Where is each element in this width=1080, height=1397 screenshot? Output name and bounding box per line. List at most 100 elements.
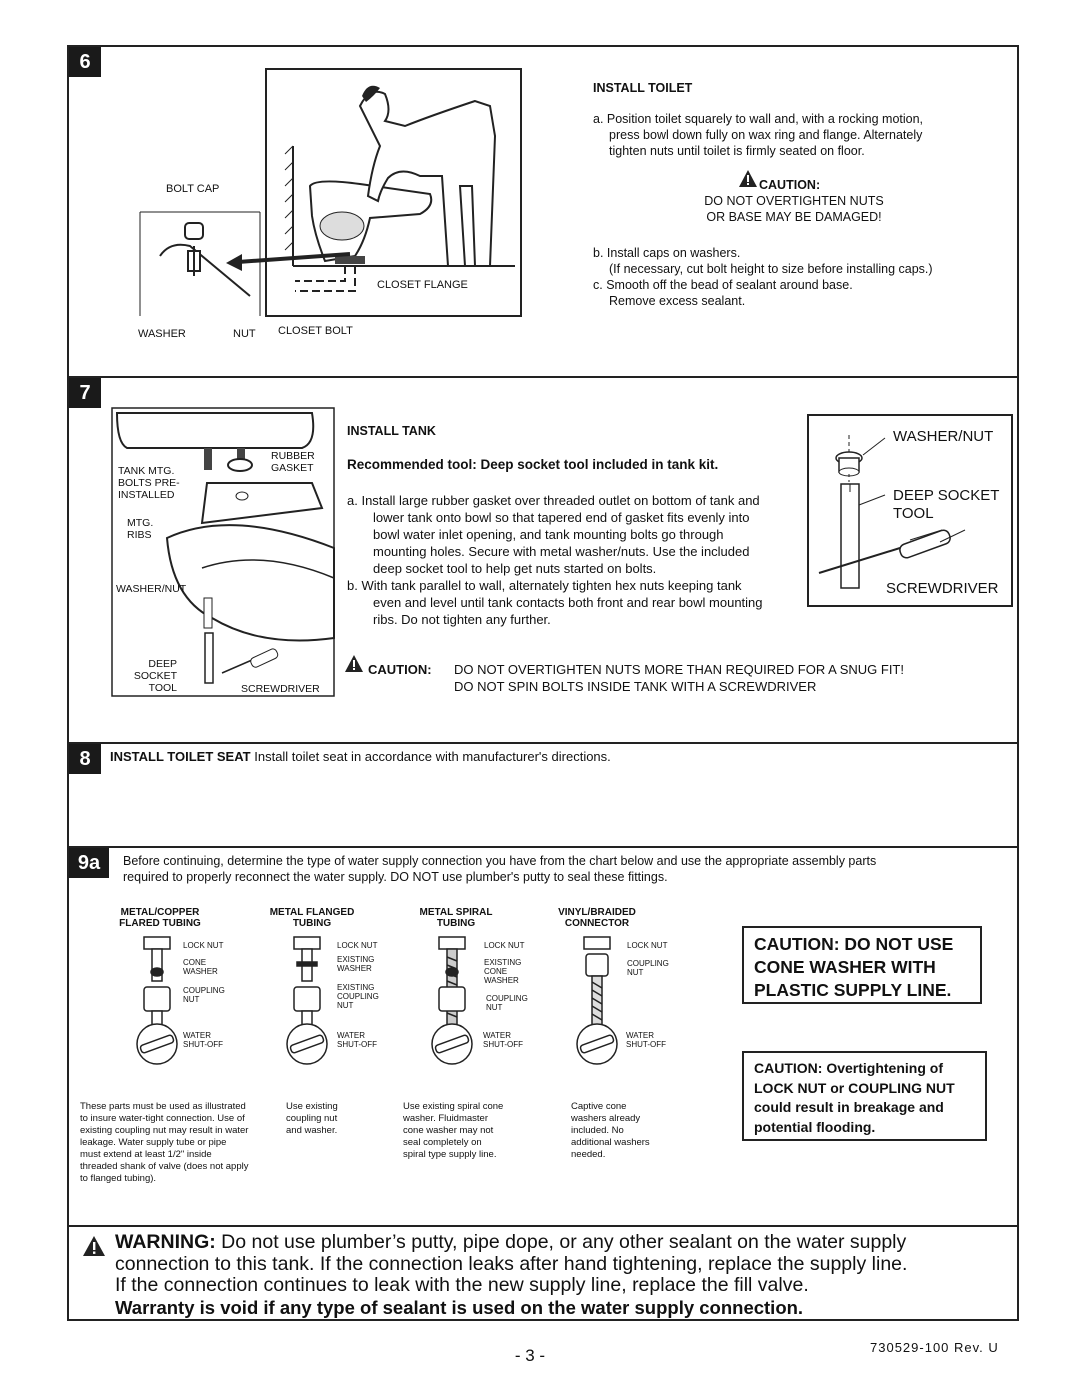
step9a-intro-line2: required to properly reconnect the water… (123, 870, 668, 884)
label-ribs: RIBS (127, 529, 152, 541)
warning-label: WARNING: (115, 1231, 216, 1253)
col1-note-2: to insure water-tight connection. Use of (80, 1113, 245, 1124)
step-8-number: 8 (69, 744, 101, 774)
col3-header-1: METAL SPIRAL (419, 907, 493, 918)
step6-a-line3: tighten nuts until toilet is firmly seat… (609, 144, 865, 158)
col2-note-3: and washer. (286, 1125, 338, 1136)
caution-box1-line3: PLASTIC SUPPLY LINE. (754, 980, 952, 1000)
col3-water: WATER (483, 1031, 511, 1040)
warning-icon (83, 1236, 105, 1256)
step-9a-number: 9a (69, 848, 109, 878)
col2-existing-1: EXISTING (337, 955, 375, 964)
col3-note-3: cone washer may not (403, 1125, 494, 1136)
col2-header-2: TUBING (292, 918, 332, 929)
label-closet-bolt: CLOSET BOLT (278, 325, 353, 337)
col2-existing-2: EXISTING (337, 983, 375, 992)
warning-text: WARNING: Do not use plumber’s putty, pip… (115, 1231, 1010, 1318)
col2-water: WATER (337, 1031, 365, 1040)
col3-note: Use existing spiral cone washer. Fluidma… (403, 1101, 543, 1161)
caution-box1-line1: CAUTION: DO NOT USE (754, 934, 954, 954)
step-6-number: 6 (69, 47, 101, 77)
label-tank-mtg-bolts: TANK MTG. BOLTS PRE- INSTALLED (118, 465, 180, 501)
label-washer-nut-fig: WASHER/NUT (116, 583, 187, 595)
page-frame (67, 45, 1019, 1321)
tools-label-deep-socket: DEEP SOCKET TOOL (893, 487, 999, 523)
page-number: - 3 - (514, 1346, 546, 1365)
col1-note-7: to flanged tubing). (80, 1173, 157, 1184)
step6-c-line1: c. Smooth off the bead of sealant around… (593, 278, 853, 292)
col2-existing-washer: EXISTING WASHER (337, 955, 374, 973)
col3-nut: NUT (486, 1003, 503, 1012)
label-tank-mtg-2: BOLTS PRE- (118, 477, 180, 489)
caution-icon (345, 655, 363, 672)
step7-a-line2: lower tank onto bowl so that tapered end… (373, 510, 750, 525)
col2-nut: NUT (337, 1001, 354, 1010)
label-screwdriver-fig: SCREWDRIVER (241, 683, 320, 695)
warning-line3: If the connection continues to leak with… (115, 1274, 809, 1296)
install-toilet-illustration (139, 68, 522, 317)
col2-note: Use existing coupling nut and washer. (286, 1101, 396, 1137)
step9a-intro: Before continuing, determine the type of… (123, 853, 1003, 885)
step7-recommended: Recommended tool: Deep socket tool inclu… (347, 457, 719, 472)
col2-header-1: METAL FLANGED (269, 907, 355, 918)
caution-box1-line2: CONE WASHER WITH (754, 957, 936, 977)
col1-washer: WASHER (183, 967, 218, 976)
step7-caution-text: DO NOT OVERTIGHTEN NUTS MORE THAN REQUIR… (454, 661, 974, 695)
label-deep: DEEP (148, 658, 177, 670)
caution-box2-line1: CAUTION: Overtightening of (754, 1060, 943, 1076)
tools-label-deep-socket-1: DEEP SOCKET (893, 487, 1000, 504)
col3-note-5: spiral type supply line. (403, 1149, 497, 1160)
step8-body: Install toilet seat in accordance with m… (254, 749, 611, 764)
step8-text: INSTALL TOILET SEAT Install toilet seat … (110, 748, 611, 765)
step7-caution-line1: DO NOT OVERTIGHTEN NUTS MORE THAN REQUIR… (454, 662, 904, 677)
col2-coupling: COUPLING (337, 992, 379, 1001)
divider-6-7 (67, 376, 1019, 378)
col4-lock-nut: LOCK NUT (627, 941, 668, 950)
col1-cone: CONE (183, 958, 207, 967)
step6-a-line1: a. Position toilet squarely to wall and,… (593, 112, 924, 126)
label-washer: WASHER (138, 328, 186, 340)
col3-coupling: COUPLING (486, 994, 528, 1003)
step7-a-line4: mounting holes. Secure with metal washer… (373, 544, 750, 559)
col2-shutoff: SHUT-OFF (337, 1040, 377, 1049)
step-7-number: 7 (69, 378, 101, 408)
label-tool: TOOL (148, 682, 177, 694)
col1-shutoff: SHUT-OFF (183, 1040, 223, 1049)
col3-note-1: Use existing spiral cone (403, 1101, 504, 1112)
label-nut: NUT (233, 328, 256, 340)
step6-a: a. Position toilet squarely to wall and,… (593, 111, 1003, 159)
label-gasket: GASKET (271, 462, 314, 474)
tools-box (807, 414, 1013, 607)
col1-coupling: COUPLING (183, 986, 225, 995)
col4-water: WATER (626, 1031, 654, 1040)
caution-box2-line4: potential flooding. (754, 1118, 876, 1135)
col1-note-1: These parts must be used as illustrated (80, 1101, 246, 1112)
col3-existing-cone-washer: EXISTING CONE WASHER (484, 958, 521, 985)
caution-box2-line2: LOCK NUT or COUPLING NUT (754, 1079, 955, 1096)
document-number: 730529-100 Rev. U (870, 1340, 999, 1355)
col1-note-6: threaded shank of valve (does not apply (80, 1161, 249, 1172)
col3-lock-nut: LOCK NUT (484, 941, 525, 950)
step6-b-line2: (If necessary, cut bolt height to size b… (609, 262, 933, 276)
col4-shutoff: SHUT-OFF (626, 1040, 666, 1049)
label-mtg: MTG. (127, 517, 154, 529)
col2-header: METAL FLANGED TUBING (250, 907, 374, 929)
step7-a-line3: bowl water inlet opening, and tank mount… (373, 527, 724, 542)
step7-a: a. Install large rubber gasket over thre… (347, 492, 802, 628)
col4-note-4: additional washers (571, 1137, 650, 1148)
col3-washer: WASHER (484, 976, 519, 985)
step7-caution-label: CAUTION: (368, 662, 432, 677)
label-deep-socket-tool: DEEP SOCKET TOOL (129, 658, 177, 694)
col4-coupling-nut: COUPLING NUT (627, 959, 669, 977)
col4-coupling: COUPLING (627, 959, 669, 968)
col3-header-2: TUBING (436, 918, 476, 929)
col1-lock-nut: LOCK NUT (183, 941, 224, 950)
warning-line1: Do not use plumber’s putty, pipe dope, o… (221, 1231, 907, 1253)
col1-water-shutoff: WATER SHUT-OFF (183, 1031, 223, 1049)
step6-caution-text: DO NOT OVERTIGHTEN NUTS OR BASE MAY BE D… (694, 193, 894, 225)
col3-header: METAL SPIRAL TUBING (400, 907, 512, 929)
step7-caution-line2: DO NOT SPIN BOLTS INSIDE TANK WITH A SCR… (454, 679, 817, 694)
step6-a-line2: press bowl down fully on wax ring and fl… (609, 128, 923, 142)
step7-b-line2: even and level until tank contacts both … (373, 595, 763, 610)
col3-note-4: seal completely on (403, 1137, 482, 1148)
